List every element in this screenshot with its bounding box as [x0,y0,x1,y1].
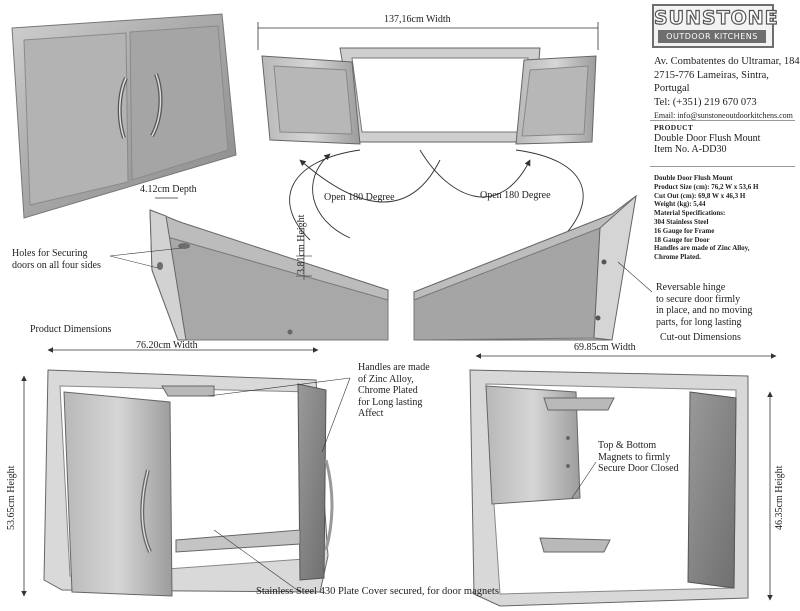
holes-note: Holes for Securing doors on all four sid… [12,248,101,271]
handles-note-line-2: of Zinc Alloy, [358,373,414,385]
product-dimensions-drawing [21,347,351,597]
email: Email: info@sunstoneoutdoorkitchens.com [654,111,793,120]
logo-brand-text: SUNSTONE [653,6,779,29]
magnets-note-line-1: Top & Bottom [598,440,657,451]
specs-materials-heading: Material Specifications: [654,209,726,218]
sunstone-logo: SUNSTONE OUTDOOR KITCHENS [652,4,779,48]
divider [650,166,795,167]
specs-weight: Weight (kg): 5,44 [654,200,706,209]
label-open-left: Open 180 Degree [324,192,395,203]
product-name: Double Door Flush Mount [654,133,761,144]
holes-note-line-1: Holes for Securing [12,248,88,259]
magnets-note-line-2: Magnets to firmly [598,451,671,463]
label-top-width: 137,16cm Width [384,14,451,25]
handles-note-line-1: Handles are made [358,362,430,373]
magnets-note: Top & Bottom Magnets to firmly Secure Do… [598,440,679,475]
contact-block: Av. Combatentes do Ultramar, 184 2715-77… [654,55,800,123]
hinge-note: Reversable hinge to secure door firmly i… [656,282,752,328]
label-depth: 4.12cm Depth [140,184,197,195]
specs-material-4: Handles are made of Zinc Alloy, [654,244,750,253]
specs-cutout: Cut Out (cm): 69,8 W x 46,3 H [654,191,746,200]
depth-detail [109,197,389,341]
handles-note-line-3: Chrome Plated [358,385,418,396]
label-open-right: Open 180 Degree [480,190,551,201]
hinge-note-line-2: to secure door firmly [656,293,741,305]
specs-size: Product Size (cm): 76,2 W x 53,6 H [654,182,759,191]
open-doors-plan [257,22,599,241]
specs-material-1: 304 Stainless Steel [654,217,709,226]
specs-material-5: Chrome Plated. [654,253,701,262]
hinge-detail [413,194,653,341]
label-product-dimensions: Product Dimensions [30,324,112,335]
label-height-small: 3.81cm Height [296,214,307,274]
specs-title: Double Door Flush Mount [654,174,733,182]
holes-note-line-2: doors on all four sides [12,259,101,271]
handles-note-line-4: for Long lasting [358,396,423,408]
label-product-width: 76.20cm Width [136,340,198,351]
label-cutout-width: 69.85cm Width [574,342,636,353]
specs-material-2: 16 Gauge for Frame [654,226,715,235]
magnets-note-line-3: Secure Door Closed [598,463,679,474]
address-line-1: Av. Combatentes do Ultramar, 184 [654,56,800,67]
label-plate-cover: Stainless Steel 430 Plate Cover secured,… [256,586,499,597]
phone: Tel: (+351) 219 670 073 [654,96,757,108]
hinge-note-line-3: in place, and no moving [656,305,753,316]
divider [650,120,795,121]
label-cutout-dimensions: Cut-out Dimensions [660,332,741,343]
product-heading: PRODUCT [654,123,694,132]
specs-material-3: 18 Gauge for Door [654,235,710,244]
label-cutout-height: 46.35cm Height [774,465,785,530]
product-block: PRODUCT Double Door Flush Mount Item No.… [654,122,760,155]
handles-note-line-5: Affect [358,408,384,419]
cutout-dimensions-drawing [469,353,777,607]
hinge-note-line-1: Reversable hinge [656,282,726,293]
hinge-note-line-4: parts, for long lasting [656,316,742,328]
specs-block: Double Door Flush Mount Product Size (cm… [654,174,758,262]
address-line-2: 2715-776 Lameiras, Sintra, Portugal [654,69,769,95]
label-product-height: 53.65cm Height [6,465,17,530]
closed-door-unit [11,13,237,219]
product-item-number: Item No. A-DD30 [654,144,727,155]
handles-note: Handles are made of Zinc Alloy, Chrome P… [358,362,430,420]
logo-subtitle: OUTDOOR KITCHENS [658,30,766,43]
